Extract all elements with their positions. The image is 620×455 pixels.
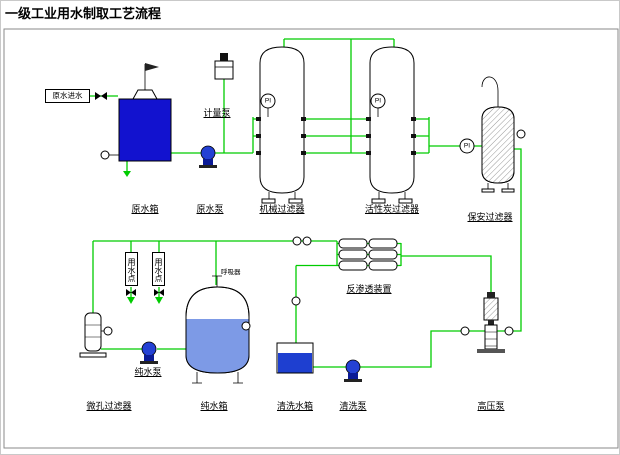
- ro-unit: [338, 238, 398, 271]
- cleaning-tank-label: 清洗水箱: [276, 401, 314, 411]
- water-point-valve-1: [131, 289, 136, 296]
- pure-water-pump: [140, 341, 158, 364]
- tank-dome: [132, 89, 158, 100]
- high-pressure-pump: [477, 292, 505, 353]
- water-point-box-1: 用水点: [125, 252, 138, 286]
- micro-filter: [79, 312, 107, 358]
- instrument-bubble: [100, 150, 110, 160]
- cleaning-pump-label: 清洗泵: [339, 401, 367, 411]
- high-pressure-pump-label: 高压泵: [477, 401, 505, 411]
- concentrate-return-line: [295, 264, 337, 343]
- instrument-bubble: [516, 129, 526, 139]
- activated-carbon-filter-label: 活性炭过滤器: [364, 204, 420, 214]
- pi-label-mechanical: PI: [264, 97, 272, 105]
- pi-label-security: PI: [463, 142, 471, 150]
- raw-water-pump: [199, 145, 217, 168]
- water-point-valve-1: [126, 289, 131, 296]
- water-point-box-2: 用水点: [152, 252, 165, 286]
- micro-filter-label: 微孔过滤器: [86, 401, 132, 411]
- instrument-bubble: [302, 236, 312, 246]
- instrument-bubble: [460, 326, 470, 336]
- filter-manifold-c: [414, 117, 430, 154]
- level-flag: [145, 63, 159, 71]
- water-point-drops: [130, 241, 160, 297]
- raw-water-inlet-label: 原水进水: [45, 89, 90, 103]
- pi-gauge-security: [459, 138, 475, 154]
- instrument-bubble: [504, 326, 514, 336]
- mechanical-filter-label: 机械过滤器: [259, 204, 305, 214]
- raw-water-tank-label: 原水箱: [131, 204, 159, 214]
- drain-arrow: [123, 171, 131, 177]
- pure-water-pump-label: 纯水泵: [134, 367, 162, 377]
- metering-pump-label: 计量泵: [203, 108, 231, 118]
- inlet-valve: [101, 92, 107, 100]
- page-title: 一级工业用水制取工艺流程: [5, 6, 162, 21]
- filter-manifold-b: [304, 39, 370, 154]
- water-point-valve-2: [159, 289, 164, 296]
- hp-pump-discharge-line: [401, 255, 492, 298]
- dosing-motor: [220, 53, 228, 61]
- pi-gauge-carbon: [370, 93, 386, 109]
- lifting-hook: [481, 76, 499, 107]
- pi-label-carbon: PI: [374, 97, 382, 105]
- instrument-bubble: [292, 236, 302, 246]
- water-point-arrow-1: [127, 297, 135, 304]
- instrument-bubble: [291, 296, 301, 306]
- ro-end-connections: [336, 241, 402, 267]
- water-point-arrow-2: [155, 297, 163, 304]
- diagram-frame: [3, 28, 619, 449]
- cleaning-tank: [276, 342, 314, 374]
- valves: [95, 92, 164, 296]
- security-filter: [459, 76, 515, 193]
- water-point-valve-2: [154, 289, 159, 296]
- ro-unit-label: 反渗透装置: [346, 284, 392, 294]
- security-filter-label: 保安过滤器: [467, 212, 513, 222]
- metering-pump-unit: [214, 53, 234, 80]
- pure-water-tank-label: 纯水箱: [200, 401, 228, 411]
- top-manifold: [283, 38, 395, 47]
- instrument-bubbles: [100, 129, 526, 336]
- instrument-bubble: [103, 326, 113, 336]
- mechanical-filter: [256, 46, 306, 204]
- activated-carbon-filter: [366, 46, 416, 204]
- inlet-valve: [95, 92, 101, 100]
- raw-water-tank: [109, 63, 172, 162]
- cleaning-pump: [344, 359, 362, 382]
- instrument-bubble: [241, 321, 251, 331]
- breather-label: 呼吸器: [221, 269, 241, 276]
- breather-stem: [212, 275, 222, 287]
- pi-gauge-mechanical: [260, 93, 276, 109]
- pure-water-tank: [185, 275, 250, 384]
- cleaning-pump-line: [313, 330, 485, 368]
- raw-water-pump-label: 原水泵: [196, 204, 224, 214]
